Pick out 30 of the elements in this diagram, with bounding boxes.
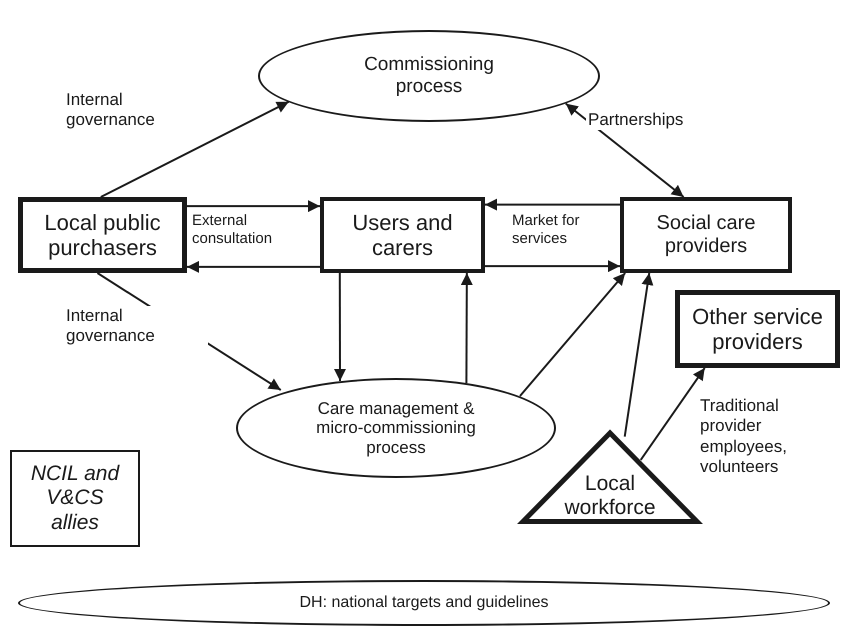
flow-label: Market for services	[512, 212, 581, 248]
arrow	[334, 273, 346, 381]
arrow	[460, 273, 473, 383]
arrow	[187, 200, 320, 212]
node-label: Social care providers	[656, 212, 756, 258]
arrow	[565, 102, 684, 198]
arrow	[624, 272, 654, 437]
node-label: Other service providers	[691, 304, 824, 354]
edge-label: Internal governance	[64, 306, 208, 347]
workforce-triangle	[518, 428, 702, 524]
node-label: Commissioning process	[363, 54, 495, 98]
flow-label: External consultation	[192, 212, 274, 248]
node-label: Local workforce	[563, 472, 657, 520]
node-label: NCIL and V&CS allies	[30, 462, 121, 535]
arrow	[640, 367, 706, 461]
arrow	[100, 100, 290, 198]
node-label: Care management & micro-commissioning process	[315, 398, 477, 458]
arrow	[485, 198, 620, 211]
process-box	[320, 197, 485, 273]
node-label: Users and carers	[351, 210, 454, 260]
edge-label: Partnerships	[586, 110, 686, 130]
process-box	[675, 290, 840, 368]
process-box	[18, 197, 187, 273]
arrow	[485, 260, 620, 272]
process-box	[620, 197, 792, 273]
node-label: Local public purchasers	[43, 210, 162, 260]
arrow	[187, 260, 320, 273]
node-label: DH: national targets and guidelines	[299, 594, 549, 612]
arrow	[519, 272, 626, 397]
process-box	[10, 450, 140, 547]
